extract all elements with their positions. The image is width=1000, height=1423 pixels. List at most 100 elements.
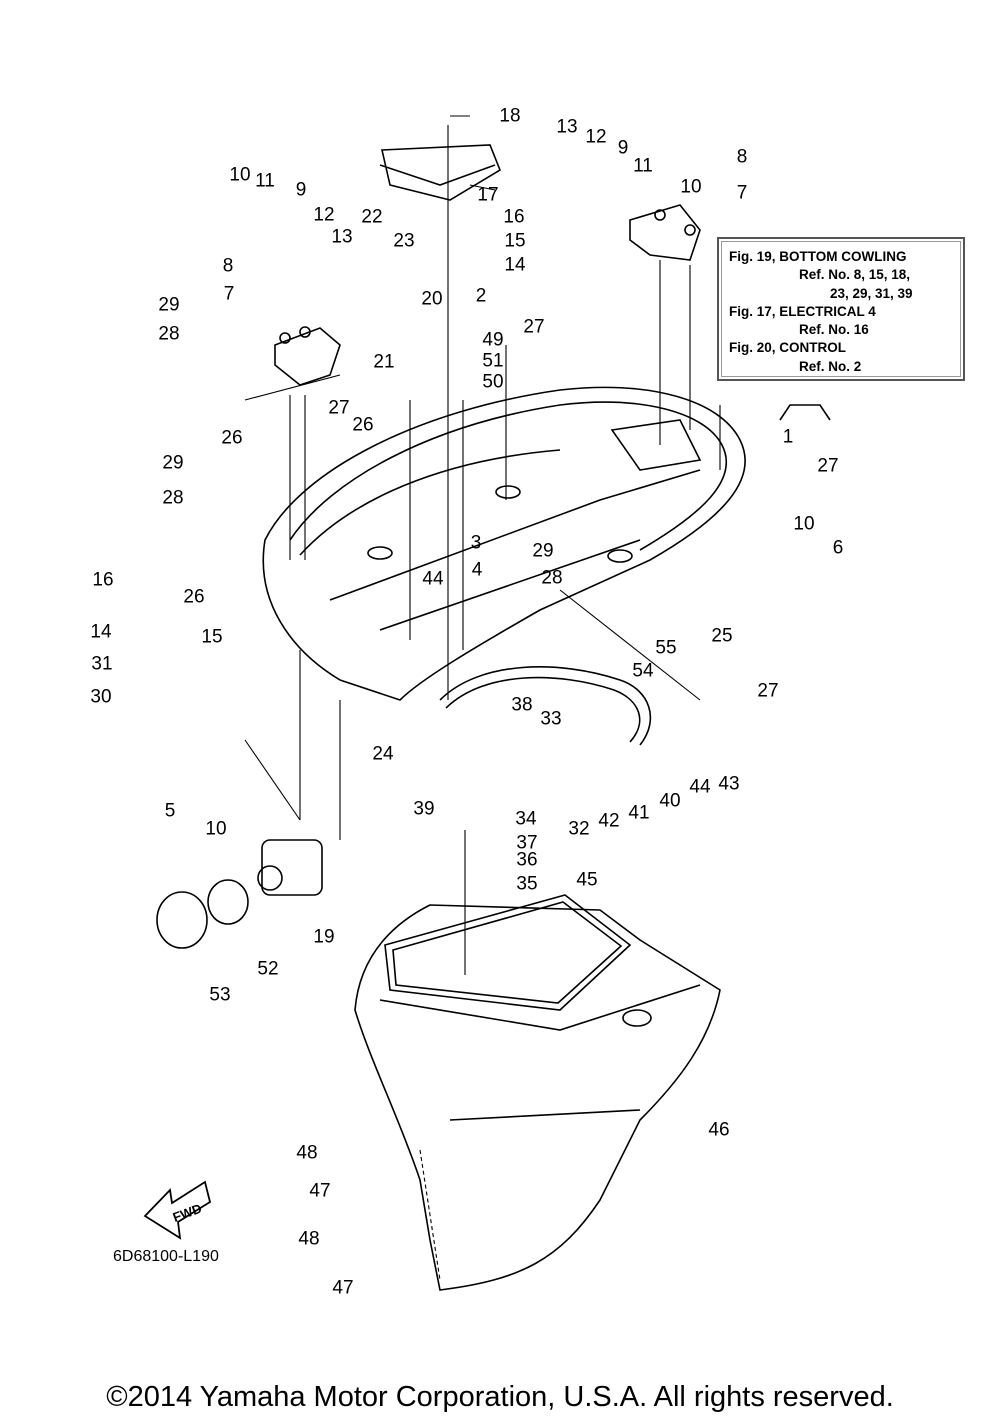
callout-ref-16: 16 [503,206,525,228]
callout-ref-28: 28 [158,323,180,345]
callout-ref-24: 24 [372,743,394,765]
callout-ref-54: 54 [632,660,654,682]
callout-ref-18: 18 [499,105,521,127]
callout-ref-27: 27 [523,316,545,338]
callout-ref-7: 7 [736,182,748,204]
legend-line: 23, 29, 31, 39 [830,285,913,301]
callout-ref-29: 29 [158,294,180,316]
grommet-assembly [156,839,323,949]
cross-reference-legend: Fig. 19, BOTTOM COWLING Ref. No. 8, 15, … [717,237,965,381]
callout-ref-2: 2 [475,285,487,307]
callout-ref-1: 1 [782,426,794,448]
fwd-arrow-icon: FWD [143,1180,212,1240]
callout-ref-13: 13 [331,226,353,248]
callout-ref-35: 35 [516,873,538,895]
callout-ref-11: 11 [633,155,653,177]
callout-ref-48: 48 [296,1142,318,1164]
legend-line: Ref. No. 8, 15, 18, [799,267,911,283]
callout-ref-49: 49 [482,329,504,351]
callout-ref-12: 12 [585,126,607,148]
legend-line: Ref. No. 16 [799,322,869,338]
callout-ref-21: 21 [373,351,395,373]
legend-line: Fig. 17, ELECTRICAL 4 [729,303,876,319]
callout-ref-27: 27 [328,397,350,419]
legend-bracket [779,404,831,421]
callout-ref-25: 25 [711,625,733,647]
hinge-bracket-left [274,326,341,386]
callout-ref-41: 41 [628,802,650,824]
callout-ref-10: 10 [205,818,227,840]
callout-ref-15: 15 [201,626,223,648]
callout-ref-55: 55 [655,637,677,659]
callout-ref-44: 44 [422,568,444,590]
callout-ref-14: 14 [504,254,526,276]
callout-ref-12: 12 [313,204,335,226]
callout-ref-17: 17 [477,184,499,206]
callout-ref-20: 20 [421,288,443,310]
callout-ref-33: 33 [540,708,562,730]
callout-ref-42: 42 [598,810,620,832]
callout-ref-23: 23 [393,230,415,252]
callout-ref-36: 36 [516,849,538,871]
callout-ref-39: 39 [413,798,435,820]
callout-ref-7: 7 [223,283,235,305]
callout-ref-6: 6 [832,537,844,559]
bottom-cowling-tray [262,386,746,701]
callout-ref-34: 34 [515,808,537,830]
callout-ref-10: 10 [680,176,702,198]
callout-ref-4: 4 [471,559,483,581]
callout-ref-50: 50 [482,371,504,393]
diagram-id: 6D68100-L190 [113,1248,219,1265]
callout-ref-27: 27 [817,455,839,477]
callout-ref-26: 26 [221,427,243,449]
callout-ref-47: 47 [309,1180,331,1202]
callout-ref-13: 13 [556,116,578,138]
callout-ref-9: 9 [617,137,629,159]
callout-ref-5: 5 [164,800,176,822]
callout-ref-27: 27 [757,680,779,702]
callout-ref-8: 8 [222,255,234,277]
callout-ref-46: 46 [708,1119,730,1141]
callout-ref-11: 11 [255,170,275,192]
callout-ref-10: 10 [793,513,815,535]
legend-line: Ref. No. 2 [799,358,862,374]
hinge-bracket-right [629,204,701,261]
callout-ref-51: 51 [482,350,504,372]
callout-ref-44: 44 [689,776,711,798]
callout-ref-43: 43 [718,773,740,795]
copyright-notice: ©2014 Yamaha Motor Corporation, U.S.A. A… [106,1381,894,1413]
callout-ref-32: 32 [568,818,590,840]
fuel-hose [439,666,652,746]
callout-ref-28: 28 [541,567,563,589]
callout-ref-8: 8 [736,146,748,168]
callout-ref-28: 28 [162,487,184,509]
callout-ref-48: 48 [298,1228,320,1250]
callout-ref-16: 16 [92,569,114,591]
callout-ref-31: 31 [91,653,113,675]
callout-ref-29: 29 [532,540,554,562]
callout-ref-52: 52 [257,958,279,980]
callout-ref-38: 38 [511,694,533,716]
rear-grip [379,144,501,201]
callout-ref-22: 22 [361,206,383,228]
legend-line: Fig. 20, CONTROL [729,340,847,356]
callout-ref-37: 37 [516,832,538,854]
callout-ref-3: 3 [470,532,482,554]
callout-ref-47: 47 [332,1277,354,1299]
callout-ref-40: 40 [659,790,681,812]
leader-lines [244,115,721,1281]
callout-ref-45: 45 [576,869,598,891]
callout-ref-29: 29 [162,452,184,474]
callout-ref-14: 14 [90,621,112,643]
callout-ref-30: 30 [90,686,112,708]
callout-ref-19: 19 [313,926,335,948]
callout-ref-15: 15 [504,230,526,252]
callout-ref-26: 26 [352,414,374,436]
callout-ref-26: 26 [183,586,205,608]
callout-ref-53: 53 [209,984,231,1006]
legend-line: Fig. 19, BOTTOM COWLING [729,249,907,264]
callout-ref-9: 9 [295,179,307,201]
callout-ref-10: 10 [229,164,251,186]
lower-cowling [354,894,721,1291]
